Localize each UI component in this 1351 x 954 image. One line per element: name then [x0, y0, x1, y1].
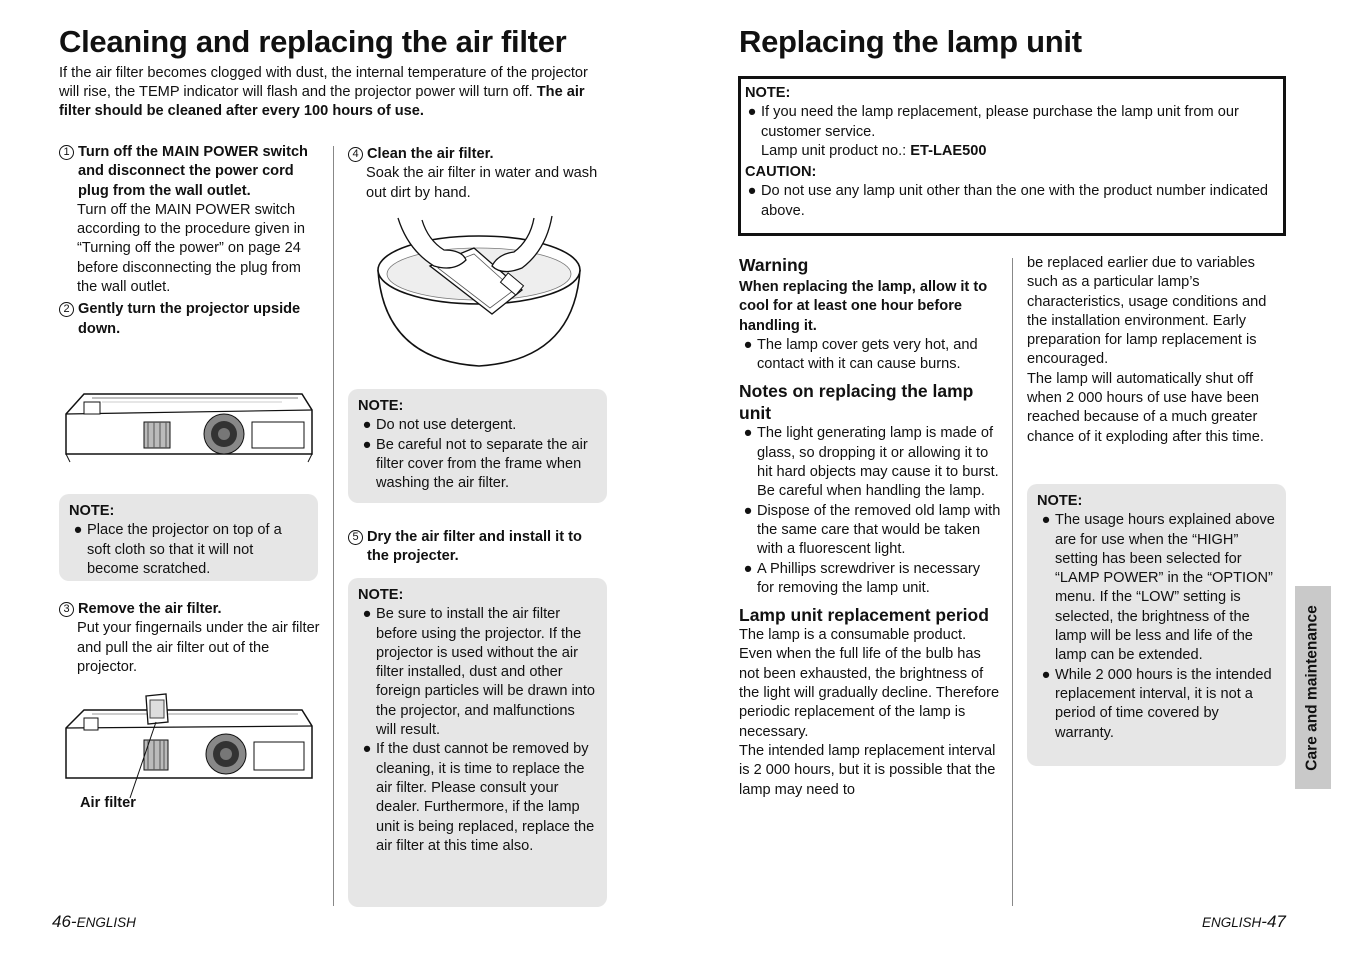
air-filter-label: Air filter: [80, 795, 136, 811]
right-page-number: English-47: [1202, 912, 1286, 932]
bullet-icon: ●: [362, 606, 372, 623]
step-3-number: 3: [59, 602, 74, 617]
product-prefix: Lamp unit product no.:: [761, 142, 911, 159]
step-5-number: 5: [348, 530, 363, 545]
note-1-title: NOTE:: [69, 503, 115, 519]
warning-bold-text: When replacing the lamp, allow it to coo…: [739, 279, 988, 334]
note-2-item-1: Do not use detergent.: [376, 417, 517, 434]
note-2-item-2: Be careful not to separate the air filte…: [376, 436, 588, 492]
note-4-title: NOTE:: [1037, 493, 1083, 509]
warning-item: The lamp cover gets very hot, and contac…: [757, 336, 978, 373]
column-divider: [333, 146, 334, 906]
period-paragraph-2-continued: be replaced earlier due to variables suc…: [1027, 255, 1267, 368]
period-heading: Lamp unit replacement period: [739, 605, 989, 626]
caution-title: CAUTION:: [745, 164, 817, 181]
bullet-icon: ●: [362, 436, 372, 453]
note-4-item-1: The usage hours explained above are for …: [1055, 512, 1275, 664]
washing-filter-illustration: [374, 210, 584, 370]
notes-replacing-item-1: The light generating lamp is made of gla…: [757, 425, 999, 500]
period-paragraph-3: The lamp will automatically shut off whe…: [1027, 370, 1264, 445]
projector-filter-removal-illustration: [62, 692, 314, 802]
step-4: 4 Clean the air filter. Soak the air filt…: [348, 145, 606, 203]
note-4-item-2: While 2 000 hours is the intended replac…: [1055, 666, 1272, 741]
note-3-item-2: If the dust cannot be removed by cleanin…: [376, 741, 595, 854]
bullet-icon: ●: [362, 741, 372, 758]
step-2-number: 2: [59, 302, 74, 318]
intro-bold-text: The air filter should be cleaned after e…: [59, 84, 585, 119]
box-note-item: If you need the lamp replacement, please…: [761, 104, 1239, 140]
left-page-number: 46-English: [52, 912, 136, 932]
right-column-1: Warning When replacing the lamp, allow i…: [739, 254, 1001, 800]
period-paragraph-2: The intended lamp replacement interval i…: [739, 742, 996, 798]
warning-heading: Warning: [739, 255, 809, 275]
bullet-icon: ●: [743, 336, 753, 353]
note-2-title: NOTE:: [358, 398, 404, 414]
note-box-2: NOTE: ●Do not use detergent. ●Be careful…: [348, 389, 607, 503]
step-1-heading: Turn off the MAIN POWER switch and disco…: [78, 144, 308, 199]
left-footer-word: English: [76, 915, 136, 930]
step-5: 5 Dry the air filter and install it to th…: [348, 528, 606, 567]
note-3-item-1: Be sure to install the air filter before…: [376, 606, 596, 739]
left-intro: If the air filter becomes clogged with d…: [59, 64, 599, 121]
notes-replacing-item-3: A Phillips screwdriver is necessary for …: [757, 560, 981, 596]
note-box-3: NOTE: ●Be sure to install the air filter…: [348, 578, 607, 907]
bullet-icon: ●: [362, 417, 372, 434]
right-column-2: be replaced earlier due to variables suc…: [1027, 254, 1289, 447]
right-footer-num: -47: [1261, 912, 1286, 931]
step-4-body: Soak the air filter in water and wash ou…: [366, 165, 598, 201]
caution-item: Do not use any lamp unit other than the …: [761, 183, 1269, 219]
bullet-icon: ●: [743, 425, 753, 442]
step-4-number: 4: [348, 147, 363, 162]
lamp-note-caution-box: NOTE: ● If you need the lamp replacement…: [738, 76, 1286, 236]
notes-replacing-heading: Notes on replacing the lamp unit: [739, 381, 974, 424]
bullet-icon: ●: [743, 502, 753, 519]
section-side-tab: Care and maintenance: [1295, 586, 1331, 789]
projector-upside-down-illustration: [62, 386, 314, 466]
note-box-1: NOTE: ●Place the projector on top of a s…: [59, 494, 318, 581]
right-footer-word: English: [1202, 915, 1262, 930]
bullet-icon: ●: [747, 183, 757, 200]
intro-text: If the air filter becomes clogged with d…: [59, 65, 588, 100]
bullet-icon: ●: [1041, 666, 1051, 683]
step-1-body: Turn off the MAIN POWER switch according…: [77, 201, 305, 296]
step-1: 1 Turn off the MAIN POWER switch and disc…: [59, 143, 321, 297]
box-note-title: NOTE:: [745, 85, 791, 101]
left-footer-num: 46-: [52, 912, 77, 931]
note-3-title: NOTE:: [358, 587, 404, 603]
step-3: 3 Remove the air filter. Put your fingern…: [59, 600, 321, 677]
notes-replacing-item-2: Dispose of the removed old lamp with the…: [757, 502, 1001, 558]
step-3-heading: Remove the air filter.: [78, 601, 222, 617]
step-2-heading: Gently turn the projector upside down.: [78, 301, 301, 337]
step-3-body: Put your fingernails under the air filte…: [77, 620, 320, 675]
step-4-heading: Clean the air filter.: [367, 146, 494, 162]
bullet-icon: ●: [747, 104, 757, 121]
step-5-heading: Dry the air filter and install it to the…: [367, 529, 582, 565]
note-box-4: NOTE: ●The usage hours explained above a…: [1027, 484, 1286, 766]
step-1-number: 1: [59, 145, 74, 160]
note-1-item: Place the projector on top of a soft clo…: [87, 522, 282, 577]
product-number: ET-LAE500: [910, 142, 987, 159]
bullet-icon: ●: [1041, 512, 1051, 529]
right-page-title: Replacing the lamp unit: [739, 24, 1082, 59]
right-column-divider: [1012, 258, 1013, 906]
period-paragraph-1: The lamp is a consumable product. Even w…: [739, 627, 1000, 740]
bullet-icon: ●: [743, 560, 753, 577]
bullet-icon: ●: [73, 522, 83, 539]
side-tab-label: Care and maintenance: [1304, 604, 1321, 771]
left-page-title: Cleaning and replacing the air filter: [59, 24, 567, 59]
left-column-1: 1 Turn off the MAIN POWER switch and disc…: [59, 143, 321, 339]
